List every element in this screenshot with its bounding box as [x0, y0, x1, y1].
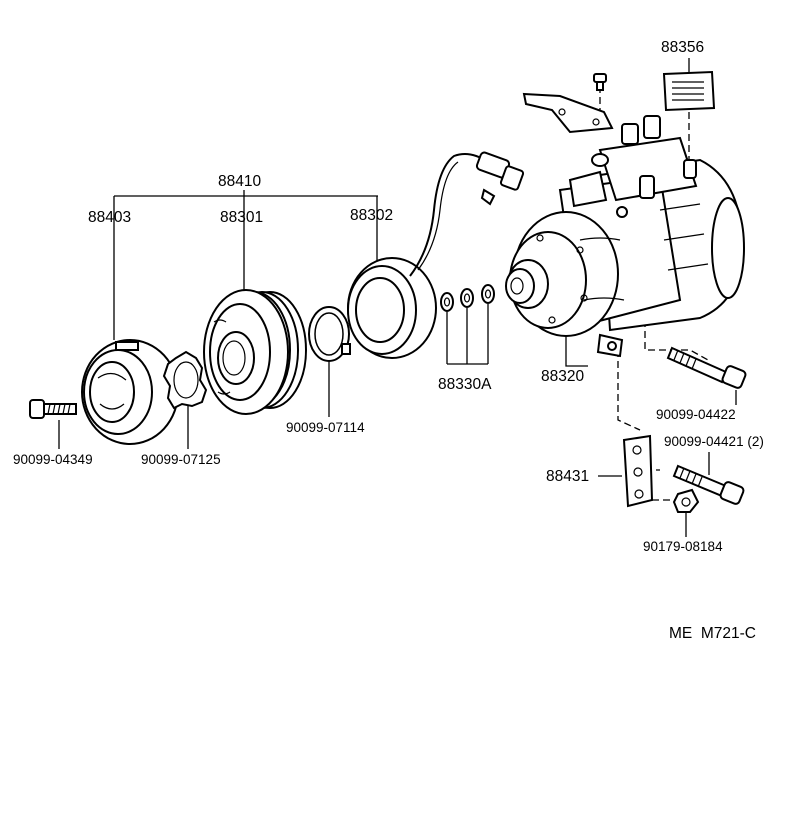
stator-coil-88302	[347, 151, 525, 359]
clutch-hub-88403	[81, 339, 179, 445]
top-bracket	[522, 73, 614, 134]
label-88302: 88302	[350, 207, 393, 224]
label-88403: 88403	[88, 209, 131, 226]
shim-90099-07125	[162, 350, 208, 410]
label-88301: 88301	[220, 209, 263, 226]
label-90179-08184: 90179-08184	[643, 539, 723, 554]
label-90099-07125: 90099-07125	[141, 452, 221, 467]
label-90099-04422: 90099-04422	[656, 407, 736, 422]
nut-90179-08184	[672, 488, 700, 513]
bolt-90099-04349	[29, 399, 77, 419]
label-88431: 88431	[546, 468, 589, 485]
label-88356: 88356	[661, 39, 704, 56]
bolt-90099-04421	[672, 464, 745, 505]
label-90099-07114: 90099-07114	[286, 420, 365, 435]
label-plate-88356	[662, 70, 716, 112]
label-88330A: 88330A	[438, 376, 492, 393]
label-88410: 88410	[218, 173, 261, 190]
leader-lines	[58, 58, 737, 537]
diagram-code: ME M721-C	[669, 625, 756, 642]
pulley-88301	[203, 289, 307, 415]
snap-ring-90099-07114	[308, 306, 351, 362]
compressor-88320	[505, 115, 745, 358]
label-90099-04421: 90099-04421 (2)	[664, 434, 764, 449]
bolt-90099-04422	[666, 346, 747, 389]
washers-88330A	[440, 284, 495, 312]
label-88320: 88320	[541, 368, 584, 385]
part-labels: 88356 88410 88403 88301 88302 88330A 883…	[13, 39, 764, 642]
label-90099-04349: 90099-04349	[13, 452, 93, 467]
stay-88431	[622, 434, 654, 508]
